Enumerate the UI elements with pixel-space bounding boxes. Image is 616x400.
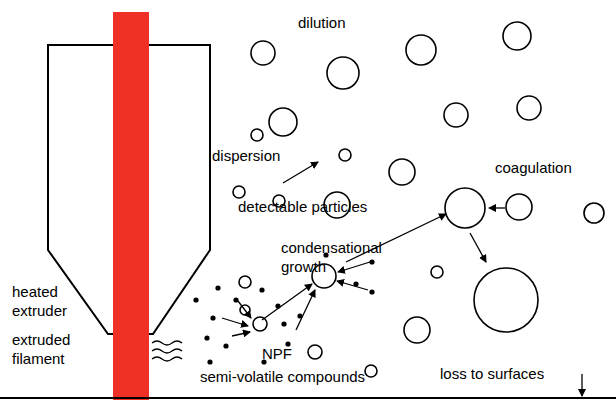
process-label: detectable particles xyxy=(238,197,367,216)
particle xyxy=(444,103,468,127)
molecule-dot xyxy=(223,343,228,348)
particle xyxy=(406,35,436,65)
particle xyxy=(251,41,275,65)
process-arrows xyxy=(222,162,582,396)
molecule-dot xyxy=(215,285,220,290)
part-label: extruded filament xyxy=(12,330,92,368)
process-label: dilution xyxy=(298,13,346,32)
part-label: heated extruder xyxy=(12,282,92,320)
molecule-dot xyxy=(204,335,209,340)
particle xyxy=(327,57,359,89)
particle xyxy=(239,276,251,288)
molecule-dot xyxy=(207,359,212,364)
particle xyxy=(474,268,538,332)
process-label: NPF xyxy=(262,344,292,363)
molecule-dot xyxy=(259,287,264,292)
particle xyxy=(389,159,415,185)
extruded-filament xyxy=(113,12,149,400)
particle xyxy=(251,129,263,141)
particle xyxy=(506,194,532,220)
particles xyxy=(233,22,604,377)
vapour-waves xyxy=(152,341,182,361)
surface-line xyxy=(0,397,616,399)
particle xyxy=(404,317,430,343)
process-label: dispersion xyxy=(212,146,280,165)
process-label: coagulation xyxy=(495,158,572,177)
particle xyxy=(517,96,541,120)
particle xyxy=(269,108,297,136)
process-label: semi-volatile compounds xyxy=(200,367,365,386)
process-label: loss to surfaces xyxy=(440,364,544,383)
particle xyxy=(445,188,485,228)
particle xyxy=(308,345,322,359)
molecule-dot xyxy=(210,315,215,320)
particle xyxy=(253,317,267,331)
particle xyxy=(584,203,604,223)
particle xyxy=(503,22,531,50)
particle xyxy=(233,186,245,198)
molecule-dot xyxy=(193,297,198,302)
particle xyxy=(339,149,351,161)
molecule-dot xyxy=(369,259,374,264)
molecule-dot xyxy=(369,289,374,294)
particle xyxy=(431,266,443,278)
molecule-dot xyxy=(281,321,286,326)
particle xyxy=(365,365,377,377)
process-label: condensational growth xyxy=(281,238,393,276)
